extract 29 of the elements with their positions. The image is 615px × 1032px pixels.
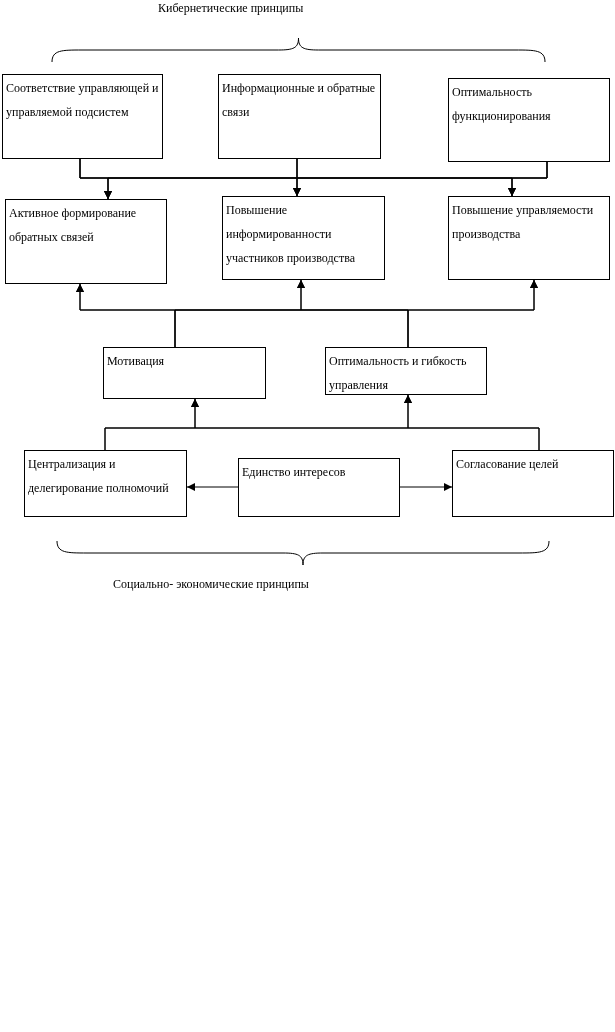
node-label: Мотивация (107, 353, 166, 370)
connector-arrow (508, 161, 548, 197)
node-label: Оптимальность и гибкость управления (329, 353, 468, 394)
text-box (24, 450, 187, 517)
node-label: Соответствие управляющей и управляемой подсистем (6, 80, 159, 121)
text-box (5, 199, 167, 284)
node-label: Оптимальность функционирования (452, 84, 552, 125)
node-label: Единство интересов (242, 464, 347, 481)
node-label: Повышение управляемости производства (452, 202, 595, 243)
connector-arrow (186, 483, 239, 491)
text-box (222, 196, 385, 280)
connector-arrow (404, 394, 540, 451)
text-box (238, 458, 400, 517)
diagram-title: Кибернетические принципы (158, 1, 304, 16)
text-box (218, 74, 381, 159)
node-label: Активное формирование обратных связей (9, 205, 138, 246)
node-label: Информационные и обратные связи (222, 80, 377, 121)
text-box (448, 78, 610, 162)
text-box (103, 347, 266, 399)
text-box (452, 450, 614, 517)
node-label: Согласование целей (456, 456, 560, 473)
text-box (2, 74, 163, 159)
connector-arrow (399, 483, 453, 491)
node-label: Централизация и делегирование полномочий (28, 456, 170, 497)
text-box (448, 196, 610, 280)
connector-arrow (407, 279, 538, 348)
diagram-caption: Социально- экономические принципы (113, 577, 309, 592)
node-label: Повышение информированности участников производства (226, 202, 356, 267)
text-box (325, 347, 487, 395)
